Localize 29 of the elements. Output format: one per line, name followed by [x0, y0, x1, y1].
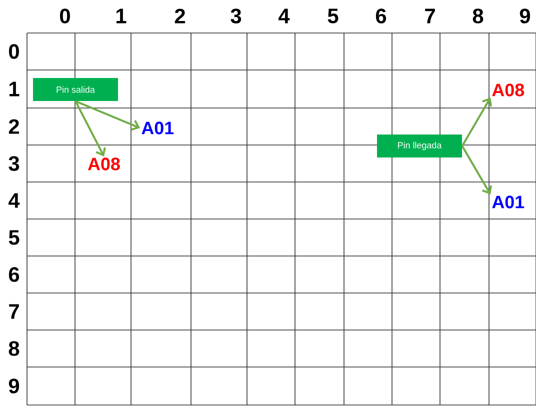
arrow — [74, 100, 106, 156]
column-number: 7 — [425, 8, 435, 24]
column-number: 9 — [520, 8, 530, 24]
arrow — [75, 100, 140, 131]
pin-label: A08 — [88, 158, 120, 170]
pin-button: Pin llegada — [377, 134, 462, 158]
row-number: 3 — [8, 156, 20, 171]
row-number: 6 — [8, 267, 20, 282]
pin-label: A01 — [492, 196, 524, 208]
pin-label: A01 — [142, 122, 174, 134]
row-number: 2 — [8, 119, 19, 134]
column-number: 2 — [174, 8, 185, 24]
row-number: 7 — [9, 304, 19, 319]
column-number: 4 — [278, 8, 290, 24]
row-number: 0 — [9, 44, 19, 59]
row-number: 9 — [8, 378, 20, 394]
row-number: 5 — [8, 230, 20, 245]
row-number: 8 — [8, 341, 20, 356]
column-number: 8 — [472, 8, 484, 24]
pin-label: A08 — [492, 84, 524, 96]
pin-button: Pin salida — [33, 78, 118, 101]
row-number: 4 — [8, 193, 20, 208]
arrow — [461, 98, 492, 146]
arrow — [461, 146, 492, 194]
column-number: 6 — [376, 8, 386, 24]
column-number: 1 — [116, 8, 126, 24]
column-number: 5 — [328, 8, 338, 24]
column-number: 0 — [60, 8, 70, 24]
column-number: 3 — [230, 8, 242, 24]
